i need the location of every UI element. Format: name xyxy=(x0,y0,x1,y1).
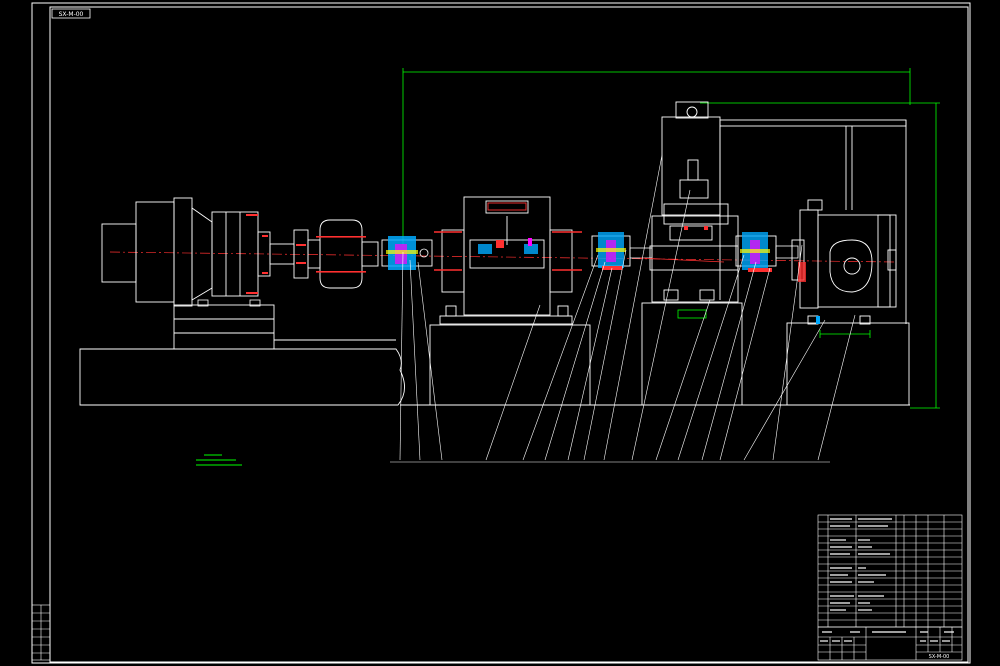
frame-details xyxy=(639,226,725,319)
coupling-two xyxy=(591,232,653,270)
drawing-number-label: SX-M-00 xyxy=(59,11,84,18)
coupling-three xyxy=(735,232,799,272)
motor-bolts xyxy=(246,214,268,294)
shaft-centerline xyxy=(109,251,896,263)
sensor-details xyxy=(434,231,582,271)
title-block xyxy=(817,626,963,661)
pump-details xyxy=(798,262,871,338)
left-revision-strip xyxy=(31,604,51,661)
machine-base xyxy=(79,302,910,406)
sensor-housing xyxy=(439,196,573,325)
drawing-number-box xyxy=(51,8,91,19)
inner-border xyxy=(49,6,969,663)
parts-list-rows xyxy=(818,521,962,621)
coupling-bolts xyxy=(296,236,366,273)
parts-list-text-marks xyxy=(830,518,892,611)
loading-frame xyxy=(649,101,907,324)
universal-joint xyxy=(381,236,433,270)
note-marks xyxy=(196,454,242,466)
title-block-text-marks xyxy=(820,631,954,642)
leader-lines xyxy=(390,154,856,463)
title-block-number: SX-M-00 xyxy=(929,654,950,660)
outer-border xyxy=(31,2,971,664)
drive-motor xyxy=(101,197,271,307)
drive-coupling xyxy=(269,219,379,289)
overall-dimensions xyxy=(402,68,940,409)
motor-mount-bolts xyxy=(197,299,261,307)
